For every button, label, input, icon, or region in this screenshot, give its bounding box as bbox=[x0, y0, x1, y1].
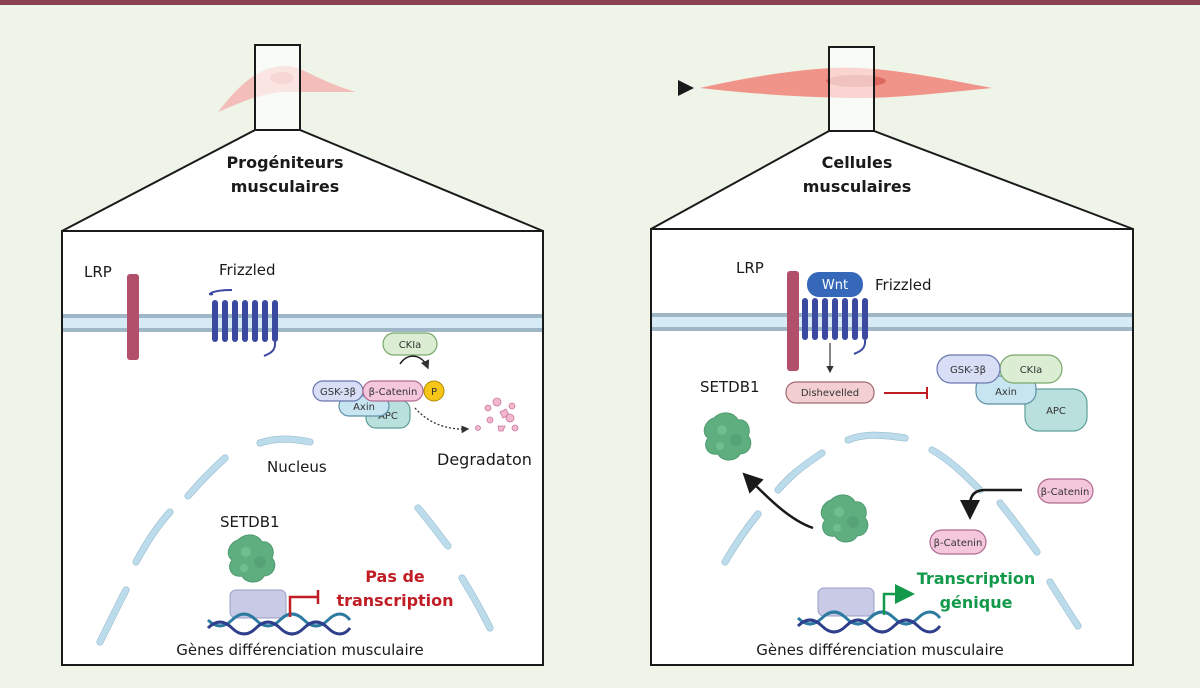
right-lrp-label: LRP bbox=[736, 259, 764, 277]
dishevelled-label: Dishevelled bbox=[801, 388, 859, 399]
transcription-line2: génique bbox=[940, 593, 1013, 612]
left-frizzled-label: Frizzled bbox=[219, 261, 276, 279]
right-membrane bbox=[652, 313, 1132, 331]
right-gsk3b-protein bbox=[936, 354, 1001, 384]
right-chromatin-complex bbox=[817, 587, 875, 617]
left-apc-label: APC bbox=[378, 411, 398, 422]
left-beta-catenin-protein bbox=[362, 380, 424, 402]
left-frizzled-receptor bbox=[208, 289, 278, 357]
left-ckia-label: CKIa bbox=[399, 340, 422, 351]
left-dna-icon bbox=[206, 612, 352, 636]
right-gsk3b-label: GSK-3β bbox=[950, 365, 986, 376]
right-ckia-label: CKIa bbox=[1020, 365, 1043, 376]
left-genes-label: Gènes différenciation musculaire bbox=[176, 641, 423, 659]
left-panel bbox=[61, 230, 544, 666]
nucleus-label: Nucleus bbox=[267, 458, 327, 476]
zoom-window-right bbox=[828, 46, 875, 132]
phosphorylation-arrow bbox=[399, 355, 430, 370]
right-panel-title-1: Cellules bbox=[822, 153, 893, 172]
left-setdb1-label: SETDB1 bbox=[220, 513, 280, 531]
inhibition-promoter-icon bbox=[288, 590, 320, 617]
setdb1-export-arrow bbox=[742, 472, 814, 530]
active-promoter-arrow-icon bbox=[882, 584, 915, 615]
wnt-ligand bbox=[807, 272, 863, 297]
phosphate-icon bbox=[423, 380, 445, 402]
transcription-line1: Transcription bbox=[917, 569, 1036, 588]
left-ckia-protein bbox=[382, 332, 438, 356]
right-lrp-receptor bbox=[787, 271, 799, 371]
right-frizzled-receptor bbox=[802, 298, 868, 355]
left-panel-title-2: musculaires bbox=[231, 177, 340, 196]
right-frizzled-label: Frizzled bbox=[875, 276, 932, 294]
no-transcription-line2: transcription bbox=[336, 591, 453, 610]
left-nuclear-envelope bbox=[96, 435, 494, 646]
left-panel-title-1: Progéniteurs bbox=[226, 153, 343, 172]
right-beta-catenin-nucleus-label: β-Catenin bbox=[934, 538, 983, 549]
beta-catenin-import-arrow bbox=[960, 488, 1022, 520]
right-genes-label: Gènes différenciation musculaire bbox=[756, 641, 1003, 659]
degradation-arrow bbox=[414, 407, 470, 434]
left-lrp-label: LRP bbox=[84, 263, 112, 281]
right-beta-catenin-nucleus bbox=[929, 529, 987, 555]
left-membrane bbox=[63, 314, 542, 332]
degradation-label: Degradaton bbox=[437, 450, 532, 469]
left-axin-label: Axin bbox=[353, 402, 375, 413]
left-gsk3b-label: GSK-3β bbox=[320, 387, 356, 398]
left-lrp-receptor bbox=[127, 274, 139, 360]
right-panel-title-2: musculaires bbox=[803, 177, 912, 196]
zoom-window-left bbox=[254, 44, 301, 131]
left-chromatin-complex bbox=[229, 589, 287, 619]
right-axin-label: Axin bbox=[995, 387, 1017, 398]
right-nuclear-envelope bbox=[721, 431, 1082, 630]
phosphate-label: P bbox=[431, 387, 437, 398]
right-dna-icon bbox=[796, 610, 942, 634]
wnt-label: Wnt bbox=[822, 278, 848, 293]
degradation-fragments-icon bbox=[475, 397, 519, 432]
dishevelled-protein bbox=[785, 381, 875, 404]
right-apc-label: APC bbox=[1046, 406, 1066, 417]
right-beta-catenin-cytoplasm bbox=[1037, 478, 1094, 504]
right-apc-protein bbox=[1024, 388, 1088, 432]
no-transcription-line1: Pas de bbox=[365, 567, 425, 586]
left-beta-catenin-label: β-Catenin bbox=[369, 387, 418, 398]
top-bar bbox=[0, 0, 1200, 5]
dishevelled-inhibition-icon bbox=[884, 387, 928, 399]
right-beta-catenin-cytoplasm-label: β-Catenin bbox=[1041, 487, 1090, 498]
right-setdb1-label: SETDB1 bbox=[700, 378, 760, 396]
